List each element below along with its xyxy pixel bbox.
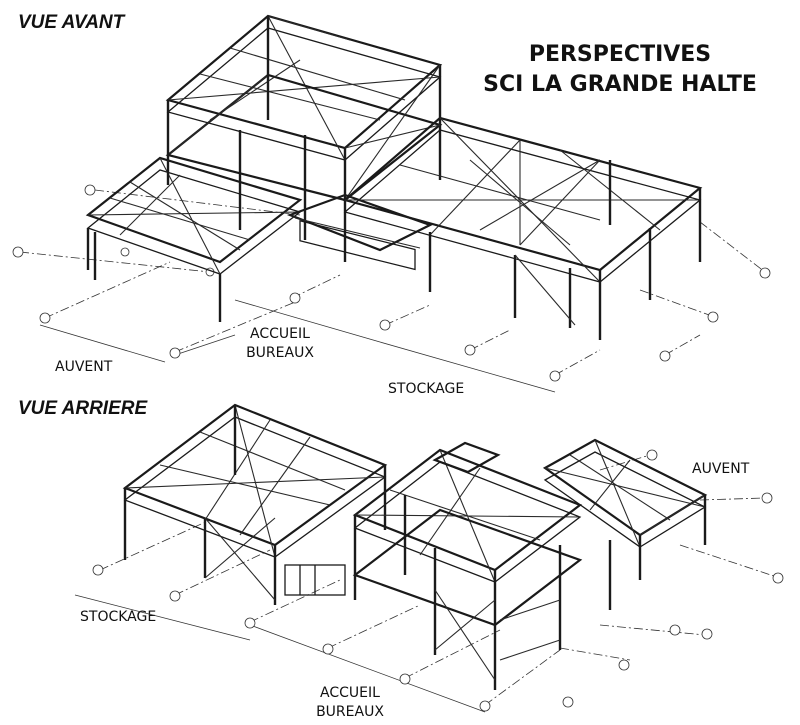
front-auvent-structure — [85, 156, 303, 322]
front-stockage-structure — [342, 116, 703, 340]
rear-accueil-line1: ACCUEIL — [320, 685, 380, 701]
rear-accueil-line2: BUREAUX — [316, 704, 384, 720]
rear-accueil-label: ACCUEIL BUREAUX — [305, 684, 395, 722]
front-accueil-line2: BUREAUX — [246, 345, 314, 361]
rear-auvent-label: AUVENT — [692, 461, 750, 477]
rear-stockage-structure — [122, 403, 388, 605]
front-view-title: VUE AVANT — [18, 12, 125, 33]
rear-view-title: VUE ARRIERE — [18, 398, 148, 419]
main-title-line1: PERSPECTIVES — [528, 42, 712, 67]
front-stockage-label: STOCKAGE — [388, 381, 465, 397]
rear-grid-lines — [99, 454, 781, 706]
main-title: PERSPECTIVES SCI LA GRANDE HALTE — [440, 40, 800, 100]
front-accueil-line1: ACCUEIL — [250, 326, 310, 342]
rear-dimension-lines — [74, 594, 486, 713]
main-title-line2: SCI LA GRANDE HALTE — [483, 72, 757, 97]
rear-auvent-structure — [542, 438, 708, 610]
front-view-drawing — [12, 14, 771, 393]
rear-stockage-label: STOCKAGE — [80, 609, 157, 625]
front-accueil-structure — [165, 14, 443, 271]
front-dimension-lines — [39, 299, 556, 393]
front-accueil-label: ACCUEIL BUREAUX — [240, 325, 320, 363]
rear-grid-bubbles — [92, 449, 784, 712]
front-auvent-label: AUVENT — [55, 359, 113, 375]
rear-accueil-structure — [352, 441, 583, 690]
front-grid-bubbles — [12, 184, 771, 382]
